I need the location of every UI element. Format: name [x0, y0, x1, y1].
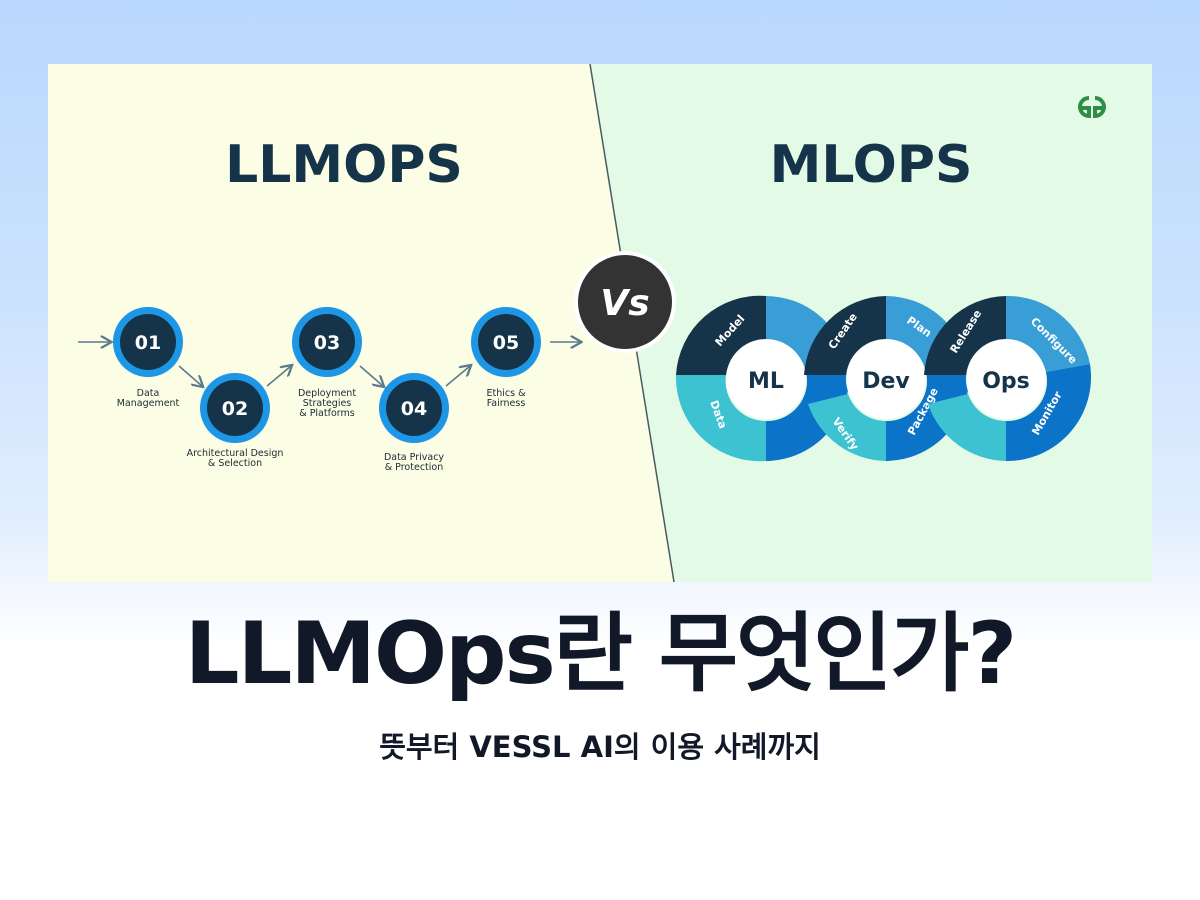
llmops-panel-bg [48, 64, 674, 582]
step-number: 04 [401, 398, 427, 420]
step-core [386, 380, 442, 436]
step-number: 03 [314, 332, 340, 354]
mlops-cycle-diagram: ML Model Data Dev Create Plan Verify Pac… [675, 295, 1092, 462]
step-label: Ethics & [487, 388, 527, 399]
loop-ml: ML Model Data [675, 295, 850, 462]
step-number: 05 [493, 332, 519, 354]
step-label: Strategies [303, 398, 352, 409]
step-core [120, 314, 176, 370]
flow-arrows [78, 342, 580, 386]
step-label: & Protection [385, 462, 444, 473]
step-core [299, 314, 355, 370]
step-core [478, 314, 534, 370]
vs-badge: Vs [574, 251, 676, 353]
step-label: Deployment [298, 388, 356, 399]
loop-dev: Dev Create Plan Verify Package [804, 296, 970, 461]
loop-ops-center: Ops [982, 369, 1030, 394]
vs-badge-text: Vs [600, 283, 649, 324]
loop-ml-center: ML [748, 369, 784, 394]
step-label: & Selection [208, 458, 262, 469]
subheadline: 뜻부터 VESSL AI의 이용 사례까지 [379, 730, 821, 764]
gfg-logo [1078, 96, 1106, 119]
step-core [207, 380, 263, 436]
step-label: & Platforms [299, 408, 354, 419]
loop-ops: Ops Release Configure Monitor [924, 295, 1092, 462]
step-label: Fairness [487, 398, 526, 409]
step-label: Data [137, 388, 160, 399]
step-label: Architectural Design [187, 448, 284, 459]
llmops-title: LLMOPS [225, 135, 463, 195]
loop-dev-center: Dev [862, 369, 910, 394]
headline: LLMOps란 무엇인가? [184, 604, 1017, 704]
step-number: 02 [222, 398, 248, 420]
step-label: Data Privacy [384, 452, 444, 463]
step-label: Management [117, 398, 180, 409]
step-number: 01 [135, 332, 161, 354]
mlops-title: MLOPS [770, 135, 973, 195]
